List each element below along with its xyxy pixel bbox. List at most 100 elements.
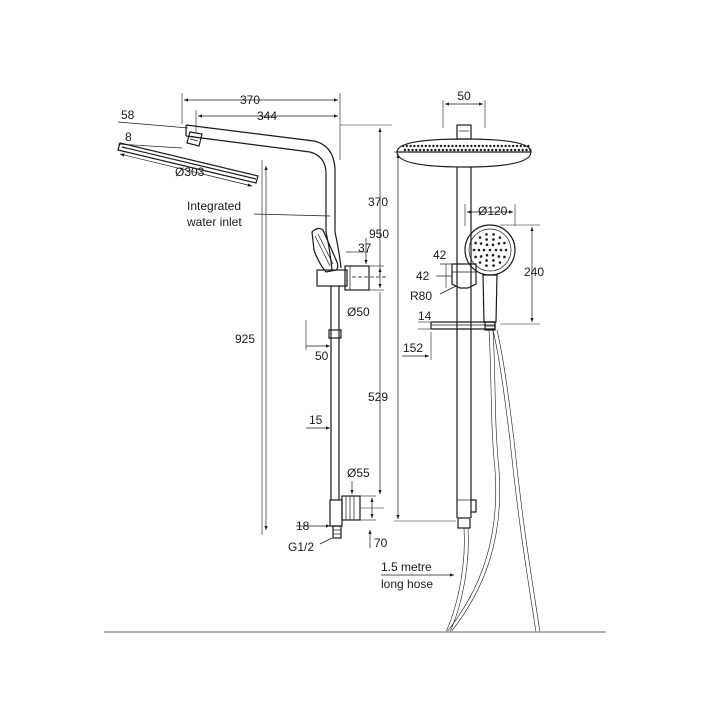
handset-nozzle-dot: [485, 259, 488, 262]
nozzle-dot: [428, 144, 431, 148]
nozzle-dot: [441, 148, 445, 152]
dim-label-holder-b: 42: [416, 269, 430, 283]
nozzle-dot: [437, 148, 441, 152]
dim-label-thread: G1/2: [288, 540, 314, 554]
nozzle-dot: [491, 148, 494, 152]
handset-nozzle-dot: [492, 259, 495, 262]
handset-nozzle-dot: [503, 255, 506, 259]
nozzle-dot: [456, 148, 460, 152]
shower-arm-side: [185, 124, 336, 210]
nozzle-dot: [510, 148, 513, 152]
label-hose-line1: 1.5 metre: [381, 560, 432, 574]
dim-label-inlet-diameter: Ø55: [347, 466, 370, 480]
nozzle-dot: [487, 148, 490, 152]
dim-label-rail-diameter: 15: [309, 413, 323, 427]
nozzle-dot: [409, 144, 412, 148]
dim-label-bracket-diameter: Ø50: [347, 305, 370, 319]
nozzle-dot: [498, 148, 502, 152]
nozzle-dot: [513, 148, 517, 152]
dim-leader-58: [117, 121, 189, 129]
nozzle-dot: [413, 144, 416, 148]
handset-nozzle-dot: [497, 242, 501, 245]
handset-nozzle-dot: [492, 264, 495, 267]
dim-label-total-height: 925: [235, 332, 255, 346]
nozzle-dot: [475, 148, 479, 152]
label-water-inlet-line1: Integrated: [187, 199, 241, 213]
handset-nozzle-dot: [477, 248, 481, 252]
nozzle-dot: [422, 148, 426, 152]
dim-label-holder-radius: R80: [410, 289, 432, 303]
dim-label-bracket-offset: 37: [358, 241, 372, 255]
handset-nozzle-dot: [497, 255, 501, 258]
dim-label-head-diameter: Ø303: [175, 165, 205, 179]
nozzle-dot: [426, 148, 429, 152]
nozzle-dot: [506, 148, 509, 152]
dim-label-overall-height: 950: [369, 227, 389, 241]
dim-label-handset-length: 240: [524, 265, 544, 279]
nozzle-dot: [508, 144, 511, 148]
riser-front: [456, 167, 477, 529]
dim-label-holder-a: 42: [433, 248, 447, 262]
nozzle-dot: [447, 144, 450, 148]
nozzle-dot: [417, 144, 420, 148]
nozzle-dot: [493, 144, 496, 148]
nozzle-dot: [523, 144, 526, 148]
nozzle-dot: [460, 148, 464, 152]
nozzle-dot: [415, 148, 418, 152]
nozzle-dot: [483, 148, 486, 152]
handset-nozzle-dot: [472, 248, 476, 252]
holder-bracket-front: [451, 263, 477, 289]
nozzle-dot: [430, 148, 433, 152]
nozzle-dot: [515, 144, 519, 148]
nozzle-dot: [464, 148, 467, 152]
nozzle-dot: [403, 148, 407, 152]
handset-nozzle-dot: [504, 248, 508, 252]
dim-leader-8: [117, 143, 183, 149]
nozzle-dot: [418, 148, 422, 152]
nozzle-dot: [485, 144, 488, 148]
handset-nozzle-dot: [491, 243, 495, 247]
handset-nozzle-dot: [498, 261, 502, 264]
nozzle-dot: [424, 144, 427, 148]
nozzle-dot: [494, 148, 498, 152]
dim-label-arm-drop: 370: [368, 195, 388, 209]
soap-shelf-front: [430, 321, 496, 330]
handset-nozzle-dot: [485, 233, 488, 236]
nozzle-dot: [420, 144, 424, 148]
nozzle-dot: [479, 148, 483, 152]
nozzle-dot: [449, 148, 452, 152]
dim-label-rail-span: 529: [368, 390, 388, 404]
nozzle-dot: [517, 148, 521, 152]
handset-nozzle-dot: [482, 248, 486, 252]
handset-nozzle-dot: [478, 236, 482, 239]
handset-side: [311, 227, 339, 273]
nozzle-dot: [512, 144, 515, 148]
inlet-side: [329, 495, 361, 539]
handset-nozzle-dot: [474, 255, 477, 259]
nozzle-dot: [401, 144, 405, 148]
nozzle-dot: [519, 144, 522, 148]
nozzle-dot: [458, 144, 462, 148]
nozzle-dot: [434, 148, 437, 152]
nozzle-dot: [477, 144, 481, 148]
nozzle-dot: [432, 144, 435, 148]
dim-label-head-height: 58: [121, 108, 135, 122]
side-view: 370 344 58 8 Ø303 Integrated water inlet…: [117, 93, 392, 554]
handset-nozzle-dot: [488, 248, 492, 252]
nozzle-dot: [443, 144, 446, 148]
transition-right: [334, 210, 342, 269]
rain-head-nozzles: [401, 144, 532, 152]
nozzle-dot: [525, 148, 528, 152]
handset-nozzle-dot: [492, 233, 495, 236]
handset-nozzle-dot: [479, 255, 483, 258]
nozzle-dot: [527, 144, 530, 148]
handset-nozzle-dot: [474, 241, 477, 245]
nozzle-dot: [496, 144, 500, 148]
nozzle-dot: [481, 144, 484, 148]
nozzle-dot: [468, 148, 471, 152]
handset-nozzle-dot: [498, 236, 502, 239]
nozzle-dot: [472, 148, 475, 152]
transition-left: [325, 210, 333, 271]
nozzle-dot: [407, 148, 410, 152]
nozzle-dot: [405, 144, 408, 148]
